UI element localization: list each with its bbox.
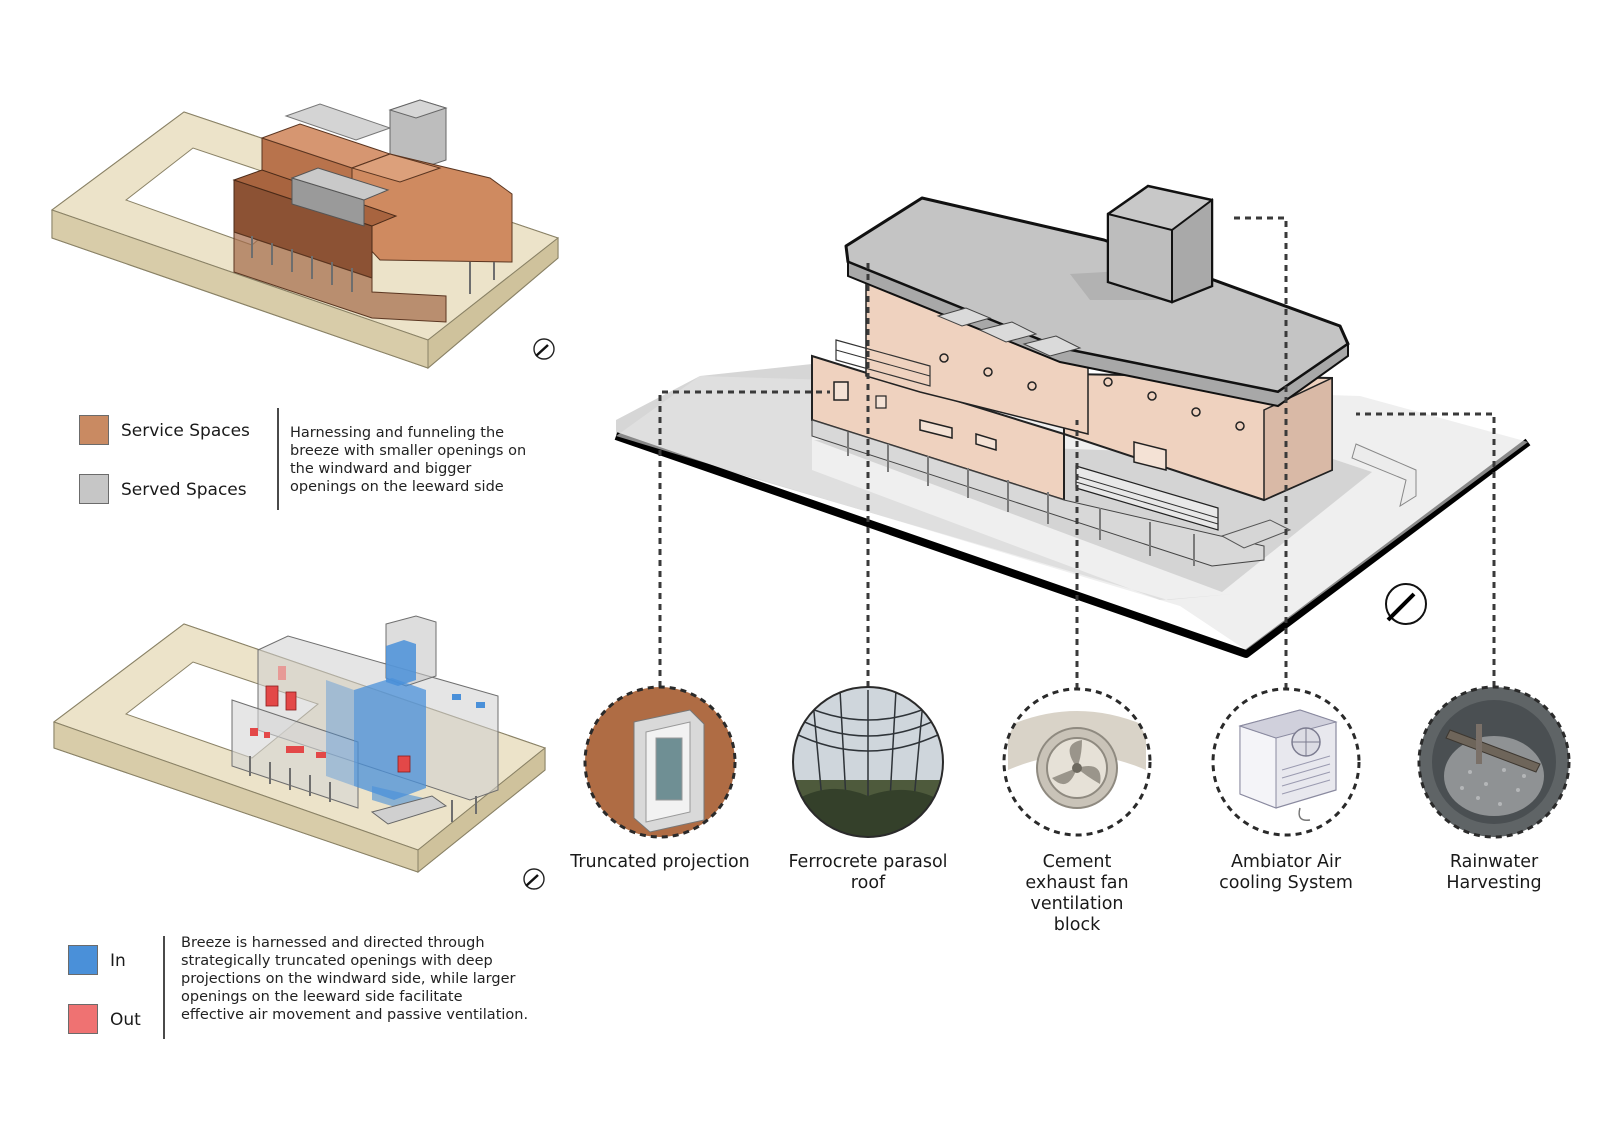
- legend-divider: [277, 408, 279, 510]
- breeze-in-label: In: [110, 951, 126, 971]
- breeze-in-swatch: [68, 945, 98, 975]
- breeze-out-swatch: [68, 1004, 98, 1034]
- window-projection-icon: [583, 685, 737, 839]
- feature-label-air-cooling: Ambiator Air cooling System: [1219, 852, 1353, 893]
- served-spaces-swatch: [79, 474, 109, 504]
- breeze-out-label: Out: [110, 1010, 141, 1030]
- air-cooler-icon: [1211, 687, 1361, 837]
- feature-label-exhaust-fan-block: Cement exhaust fan ventilation block: [1025, 852, 1129, 935]
- fan-block-icon: [1002, 687, 1152, 837]
- served-spaces-label: Served Spaces: [121, 480, 247, 500]
- main-building-axonometric: [614, 184, 1531, 658]
- massing-diagram-spaces: [50, 99, 560, 370]
- massing-diagram-breeze: [52, 615, 547, 890]
- spaces-description: Harnessing and funneling the breeze with…: [290, 425, 527, 495]
- leader-lines: [658, 216, 1496, 689]
- breeze-description: Breeze is harnessed and directed through…: [181, 935, 529, 1023]
- feature-label-parasol-roof: Ferrocrete parasol roof: [788, 852, 948, 893]
- feature-label-rainwater: Rainwater Harvesting: [1446, 852, 1542, 893]
- legend-divider: [163, 936, 165, 1039]
- feature-label-truncated-projection: Truncated projection: [570, 852, 750, 872]
- service-spaces-label: Service Spaces: [121, 421, 250, 441]
- service-spaces-swatch: [79, 415, 109, 445]
- parasol-roof-icon: [792, 686, 944, 838]
- rainwater-pit-icon: [1417, 685, 1571, 839]
